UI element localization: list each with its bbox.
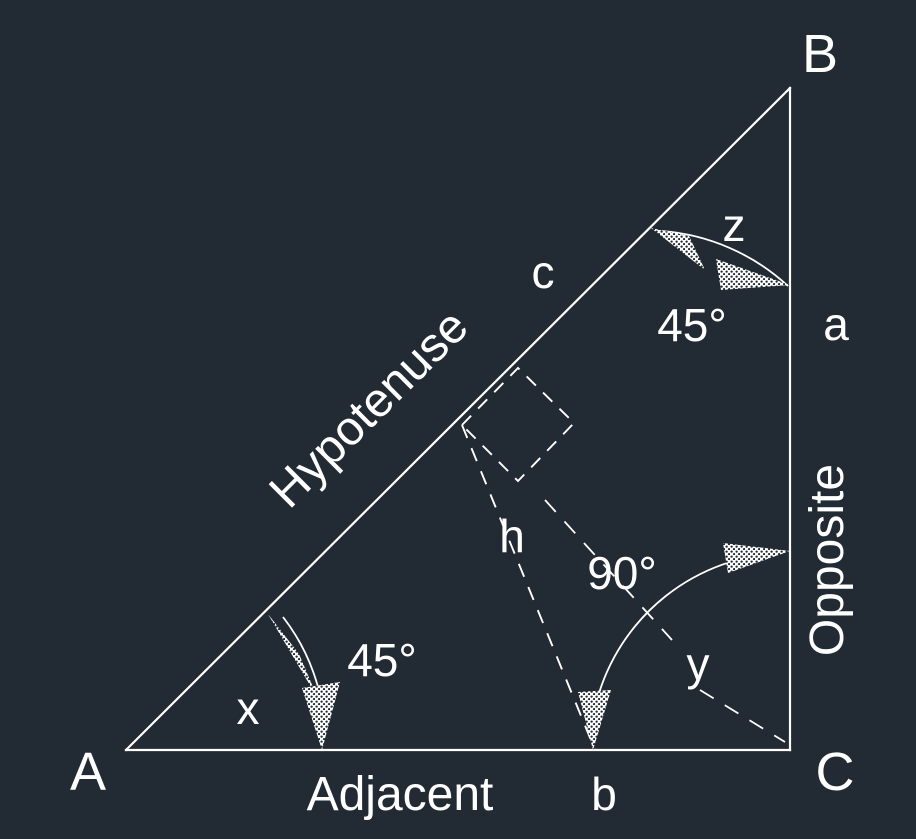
leader-lines [544,499,786,743]
angle-arrowhead-a-upper [268,614,318,699]
leader-line-y [544,499,673,641]
angle-marker-c [578,543,790,750]
triangle-outline [124,86,792,752]
angle-value-b: 45° [657,299,727,351]
edge-hypotenuse [124,86,792,752]
angle-value-a: 45° [347,634,417,686]
vertex-label-b: B [802,24,838,84]
angle-arrowhead-b-lower [716,259,790,290]
angle-value-c: 90° [587,547,657,599]
angle-arrowhead-b-upper [651,228,705,270]
angle-variable-z: z [723,199,746,251]
angle-arc-b [661,230,789,287]
angle-arrowhead-a-lower [302,682,340,750]
side-symbol-a: a [823,298,849,350]
altitude-label-h: h [499,510,525,562]
right-angle-square-marker [460,366,576,483]
angle-arrowhead-c-lower [578,690,611,750]
side-label-adjacent: Adjacent [307,768,494,821]
angle-marker-b [651,228,790,290]
angle-marker-a [268,614,340,750]
side-label-opposite: Opposite [801,464,854,656]
vertex-label-a: A [70,742,106,802]
angle-arrowhead-c-upper [723,543,790,573]
angle-variable-y: y [687,638,710,690]
vertex-label-c: C [816,742,855,802]
side-symbol-b: b [591,768,617,820]
altitude-group [460,366,596,751]
altitude-h-line [461,424,596,751]
angle-variable-x: x [237,682,260,734]
side-symbol-c: c [532,246,555,298]
